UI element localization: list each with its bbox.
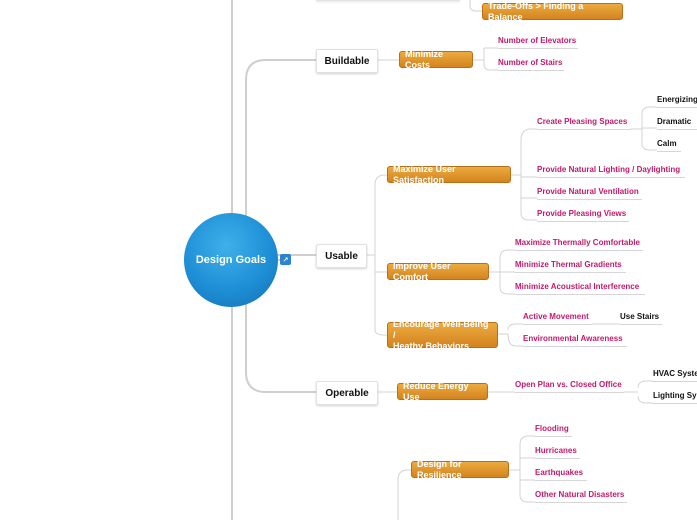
subtopic-improve-user-comfort[interactable]: Improve User Comfort <box>387 260 489 282</box>
branch-usable-label: Usable <box>325 250 358 262</box>
leaf-lighting-system[interactable]: Lighting Sy <box>653 389 697 404</box>
leaf-earthquakes[interactable]: Earthquakes <box>535 466 587 481</box>
wellbeing-label: Encourage Well-Being /Heathy Behaviors <box>393 319 492 352</box>
branch-buildable-label: Buildable <box>324 55 370 67</box>
leaf-calm[interactable]: Calm <box>657 137 681 152</box>
leaf-natural-ventilation[interactable]: Provide Natural Ventilation <box>537 185 642 200</box>
topic-node-cut-off <box>316 0 460 1</box>
minimize-costs-label: Minimize Costs <box>405 48 444 70</box>
leaf-energizing[interactable]: Energizing <box>657 93 697 108</box>
wellbeing-label-line1: Encourage Well-Being / <box>393 318 489 340</box>
leaf-number-of-elevators[interactable]: Number of Elevators <box>498 34 578 49</box>
trade-offs-node[interactable]: Trade-Offs > Finding a Balance <box>482 0 623 22</box>
subtopic-design-for-resilience[interactable]: Design for Resilience <box>411 458 509 480</box>
maximize-user-satisfaction-label: Maximize User Satisfaction <box>393 163 456 185</box>
leaf-acoustical-interference[interactable]: Minimize Acoustical Interference <box>515 280 645 295</box>
reduce-energy-use-label: Reduce Energy Use <box>403 380 469 402</box>
leaf-create-pleasing-spaces[interactable]: Create Pleasing Spaces <box>537 115 630 130</box>
leaf-open-plan[interactable]: Open Plan vs. Closed Office <box>515 378 624 393</box>
branch-operable[interactable]: Operable <box>316 381 378 405</box>
leaf-use-stairs[interactable]: Use Stairs <box>620 310 662 325</box>
subtopic-minimize-costs[interactable]: Minimize Costs <box>399 48 473 70</box>
leaf-pleasing-views[interactable]: Provide Pleasing Views <box>537 207 629 222</box>
task-icon[interactable]: ↗ <box>280 254 291 265</box>
leaf-other-natural-disasters[interactable]: Other Natural Disasters <box>535 488 627 503</box>
root-topic[interactable]: Design Goals <box>184 213 278 307</box>
leaf-flooding[interactable]: Flooding <box>535 422 572 437</box>
branch-buildable[interactable]: Buildable <box>316 49 378 73</box>
branch-operable-label: Operable <box>325 387 369 399</box>
design-for-resilience-label: Design for Resilience <box>417 458 462 480</box>
connector-buildable <box>245 59 316 81</box>
subtopic-encourage-wellbeing[interactable]: Encourage Well-Being /Heathy Behaviors <box>387 319 498 351</box>
wellbeing-label-line2: Heathy Behaviors <box>393 340 470 351</box>
leaf-dramatic[interactable]: Dramatic <box>657 115 697 130</box>
leaf-thermally-comfortable[interactable]: Maximize Thermally Comfortable <box>515 236 643 251</box>
leaf-hurricanes[interactable]: Hurricanes <box>535 444 580 459</box>
subtopic-maximize-user-satisfaction[interactable]: Maximize User Satisfaction <box>387 163 511 185</box>
leaf-thermal-gradients[interactable]: Minimize Thermal Gradients <box>515 258 626 273</box>
leaf-environmental-awareness[interactable]: Environmental Awareness <box>523 332 627 347</box>
trade-offs-label: Trade-Offs > Finding a Balance <box>488 0 584 22</box>
subtopic-reduce-energy-use[interactable]: Reduce Energy Use <box>397 380 488 402</box>
leaf-number-of-stairs[interactable]: Number of Stairs <box>498 56 564 71</box>
branch-usable[interactable]: Usable <box>316 244 367 268</box>
connector-operable <box>245 371 316 393</box>
root-label: Design Goals <box>195 254 267 266</box>
leaf-active-movement[interactable]: Active Movement <box>523 310 592 325</box>
improve-user-comfort-label: Improve User Comfort <box>393 260 451 282</box>
leaf-hvac-system[interactable]: HVAC Syste <box>653 367 697 382</box>
leaf-natural-lighting[interactable]: Provide Natural Lighting / Daylighting <box>537 163 685 178</box>
